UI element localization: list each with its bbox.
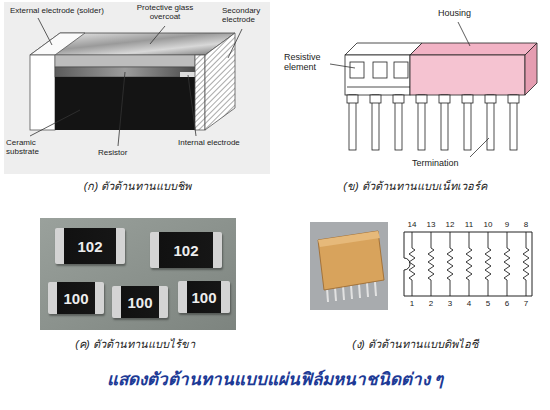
pin [359,284,360,298]
pin-number: 4 [460,299,478,308]
pin [416,95,427,103]
part-label: Internal electrode [178,138,240,147]
pin [439,95,450,103]
figure-caption: (ข) ตัวต้านทานแบบเน็ทเวอร์ค [285,180,545,193]
pin [370,95,381,103]
resistive-element [373,62,387,78]
housing-end [525,43,537,95]
resistor-symbol [485,232,491,296]
part-label: Resistor [98,148,148,157]
electrode-top [30,33,85,55]
figure-caption: (ค) ตัวต้านทานแบบไร้ขา [20,338,250,351]
pin [347,95,358,103]
part-label: External electrode (solder) [10,6,140,15]
pin-number: 1 [403,299,421,308]
bus-line [347,87,410,88]
pin-number: 10 [479,220,497,229]
resistor-symbol [523,232,529,296]
resistor-symbol [466,232,472,296]
pin [375,282,376,296]
pin-number: 7 [517,299,535,308]
leader-line [228,29,242,58]
resistive-element [394,62,408,78]
pin [508,95,519,103]
dip-body [318,231,384,290]
pin-number: 6 [498,299,516,308]
resistor-code: 102 [173,243,198,258]
leader-lines [30,18,242,146]
chip-resistor: 102 [55,228,125,264]
leader-lines [330,22,489,157]
overcoat-layer [55,55,195,67]
housing-top [410,43,537,55]
resistor-code: 102 [77,239,102,254]
leader-line [188,75,196,136]
figure-caption: (ก) ตัวต้านทานแบบชิพ [10,180,265,193]
leader-line [118,72,125,146]
figure-caption: (ง) ตัวต้านทานแบบดิพไอซี [290,338,540,351]
leader-line [458,22,470,46]
resistor-code: 100 [127,295,152,310]
leader-line [30,110,80,136]
glass-overcoat [30,33,235,55]
pin-number: 2 [422,299,440,308]
pin-number: 11 [460,220,478,229]
ceramic-substrate [55,77,195,130]
leader-line [330,64,355,68]
pin [343,286,344,300]
part-label: Resistive element [284,52,340,73]
resistor-symbol [409,232,415,296]
resistor-code: 100 [191,290,216,305]
pin [485,95,496,103]
pin-number: 5 [479,299,497,308]
cutaway-front [345,55,410,95]
pin [367,283,368,297]
dip-body-top [318,231,380,247]
housing [410,55,525,95]
pin-number: 13 [422,220,440,229]
part-label: Secondary electrode [222,6,268,24]
photo-ground [310,222,388,310]
chip-resistor: 100 [48,282,104,314]
pin [351,285,352,299]
pin-number: 3 [441,299,459,308]
resistor-symbols [409,232,529,296]
pin-number: 14 [403,220,421,229]
resistive-element [350,62,364,78]
chip-resistor: 100 [112,286,168,318]
pin-number: 8 [517,220,535,229]
resistor-symbol [428,232,434,296]
pin [327,288,328,302]
secondary-electrode [195,55,205,130]
leader-line [38,18,52,45]
photo-ground [40,218,236,330]
resistor-code: 100 [63,291,88,306]
chip-resistor: 102 [150,232,222,268]
resistor-symbol [447,232,453,296]
internal-electrode [180,72,195,77]
pin-number: 9 [498,220,516,229]
pin-number: 12 [441,220,459,229]
pin [462,95,473,103]
resistor-symbol [504,232,510,296]
figure-title: แสดงตัวต้านทานแบบแผ่นฟิล์มหนาชนิดต่าง ๆ [0,370,550,390]
ic-outline [404,232,532,296]
pin [335,287,336,301]
external-electrode [30,55,55,130]
leader-line [150,26,165,44]
cutaway-top [345,43,422,55]
chip-resistor: 100 [178,281,230,313]
part-label: Protective glass overcoat [125,3,205,21]
terminations [347,95,519,150]
secondary-electrode-side [205,33,235,130]
part-label: Housing [438,8,498,18]
panel-ground [4,2,270,174]
pin [393,95,404,103]
leader-line [470,138,489,157]
part-label: Termination [412,158,472,168]
part-label: Ceramic substrate [6,138,58,156]
